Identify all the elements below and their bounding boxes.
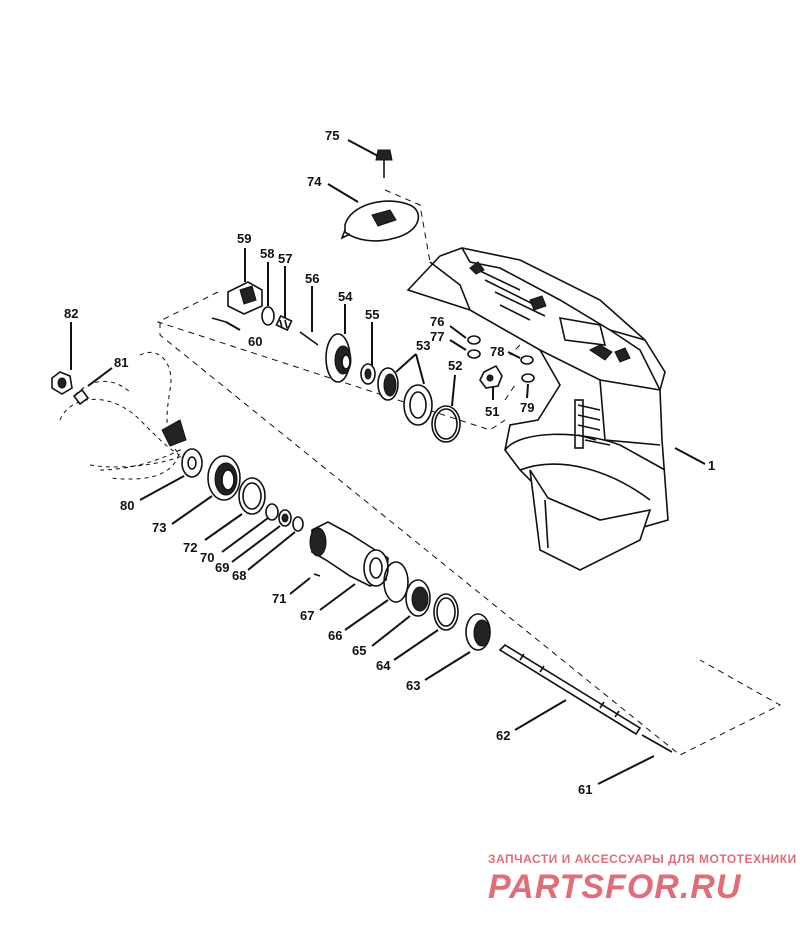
pinion-shaft-56 [299, 331, 319, 346]
shift-spring [275, 314, 293, 332]
assembly-guide-upper [156, 189, 506, 431]
label-part-56: 56 [305, 271, 319, 286]
label-part-82: 82 [64, 306, 78, 321]
shaft-end-61 [641, 734, 673, 753]
label-part-61: 61 [578, 782, 592, 797]
shift-crank-51 [479, 364, 503, 389]
pinion-gear-54 [325, 333, 352, 383]
retaining-ring [261, 306, 275, 326]
leader-lines [70, 139, 706, 785]
label-part-59: 59 [237, 231, 251, 246]
label-part-71: 71 [272, 591, 286, 606]
reverse-gear-63 [465, 613, 491, 651]
propeller-nut-82 [51, 371, 73, 395]
watermark-logo: PARTSFOR.RU [488, 868, 742, 906]
o-ring-52 [431, 405, 461, 443]
label-part-53: 53 [416, 338, 430, 353]
propeller-phantom [59, 352, 187, 480]
thrust-hub-73 [207, 455, 241, 501]
label-part-52: 52 [448, 358, 462, 373]
label-part-79: 79 [520, 400, 534, 415]
label-part-60: 60 [248, 334, 262, 349]
label-part-69: 69 [215, 560, 229, 575]
cross-pin-60 [211, 317, 227, 323]
label-part-65: 65 [352, 643, 366, 658]
thrust-washer-80 [181, 448, 203, 478]
watermark-logo-text: PARTSFOR.RU [488, 868, 742, 906]
propeller-shaft-62 [498, 643, 642, 736]
label-part-66: 66 [328, 628, 342, 643]
label-part-80: 80 [120, 498, 134, 513]
label-part-73: 73 [152, 520, 166, 535]
watermark-tagline: ЗАПЧАСТИ И АКСЕССУАРЫ ДЛЯ МОТОТЕХНИКИ [488, 852, 797, 866]
bearing-carrier-67 [309, 521, 389, 587]
label-part-72: 72 [183, 540, 197, 555]
label-part-74: 74 [307, 174, 322, 189]
label-part-1: 1 [708, 458, 715, 473]
shim-64 [433, 593, 459, 631]
label-part-57: 57 [278, 251, 292, 266]
small-parts-68-71 [265, 503, 321, 577]
label-part-77: 77 [430, 329, 444, 344]
label-part-68: 68 [232, 568, 246, 583]
label-part-78: 78 [490, 344, 504, 359]
label-part-70: 70 [200, 550, 214, 565]
label-part-76: 76 [430, 314, 444, 329]
anode-plate [340, 200, 420, 242]
label-part-51: 51 [485, 404, 499, 419]
label-part-55: 55 [365, 307, 379, 322]
retainer-ring-72 [238, 477, 266, 515]
gear-housing [406, 247, 669, 571]
label-part-75: 75 [325, 128, 339, 143]
label-part-54: 54 [338, 289, 353, 304]
label-part-81: 81 [114, 355, 128, 370]
label-part-58: 58 [260, 246, 274, 261]
label-part-62: 62 [496, 728, 510, 743]
anode-screw [375, 149, 393, 178]
o-ring-66 [383, 561, 409, 603]
bearing-65 [405, 579, 431, 617]
assembly-guide-lower [159, 322, 782, 756]
tapered-bearing-53 [377, 367, 433, 426]
roller-bearing-55 [360, 363, 376, 385]
label-part-67: 67 [300, 608, 314, 623]
label-part-64: 64 [376, 658, 391, 673]
label-part-63: 63 [406, 678, 420, 693]
nuts-76-79 [467, 335, 535, 383]
tab-washer-81 [72, 388, 90, 406]
shift-cam [227, 281, 263, 315]
